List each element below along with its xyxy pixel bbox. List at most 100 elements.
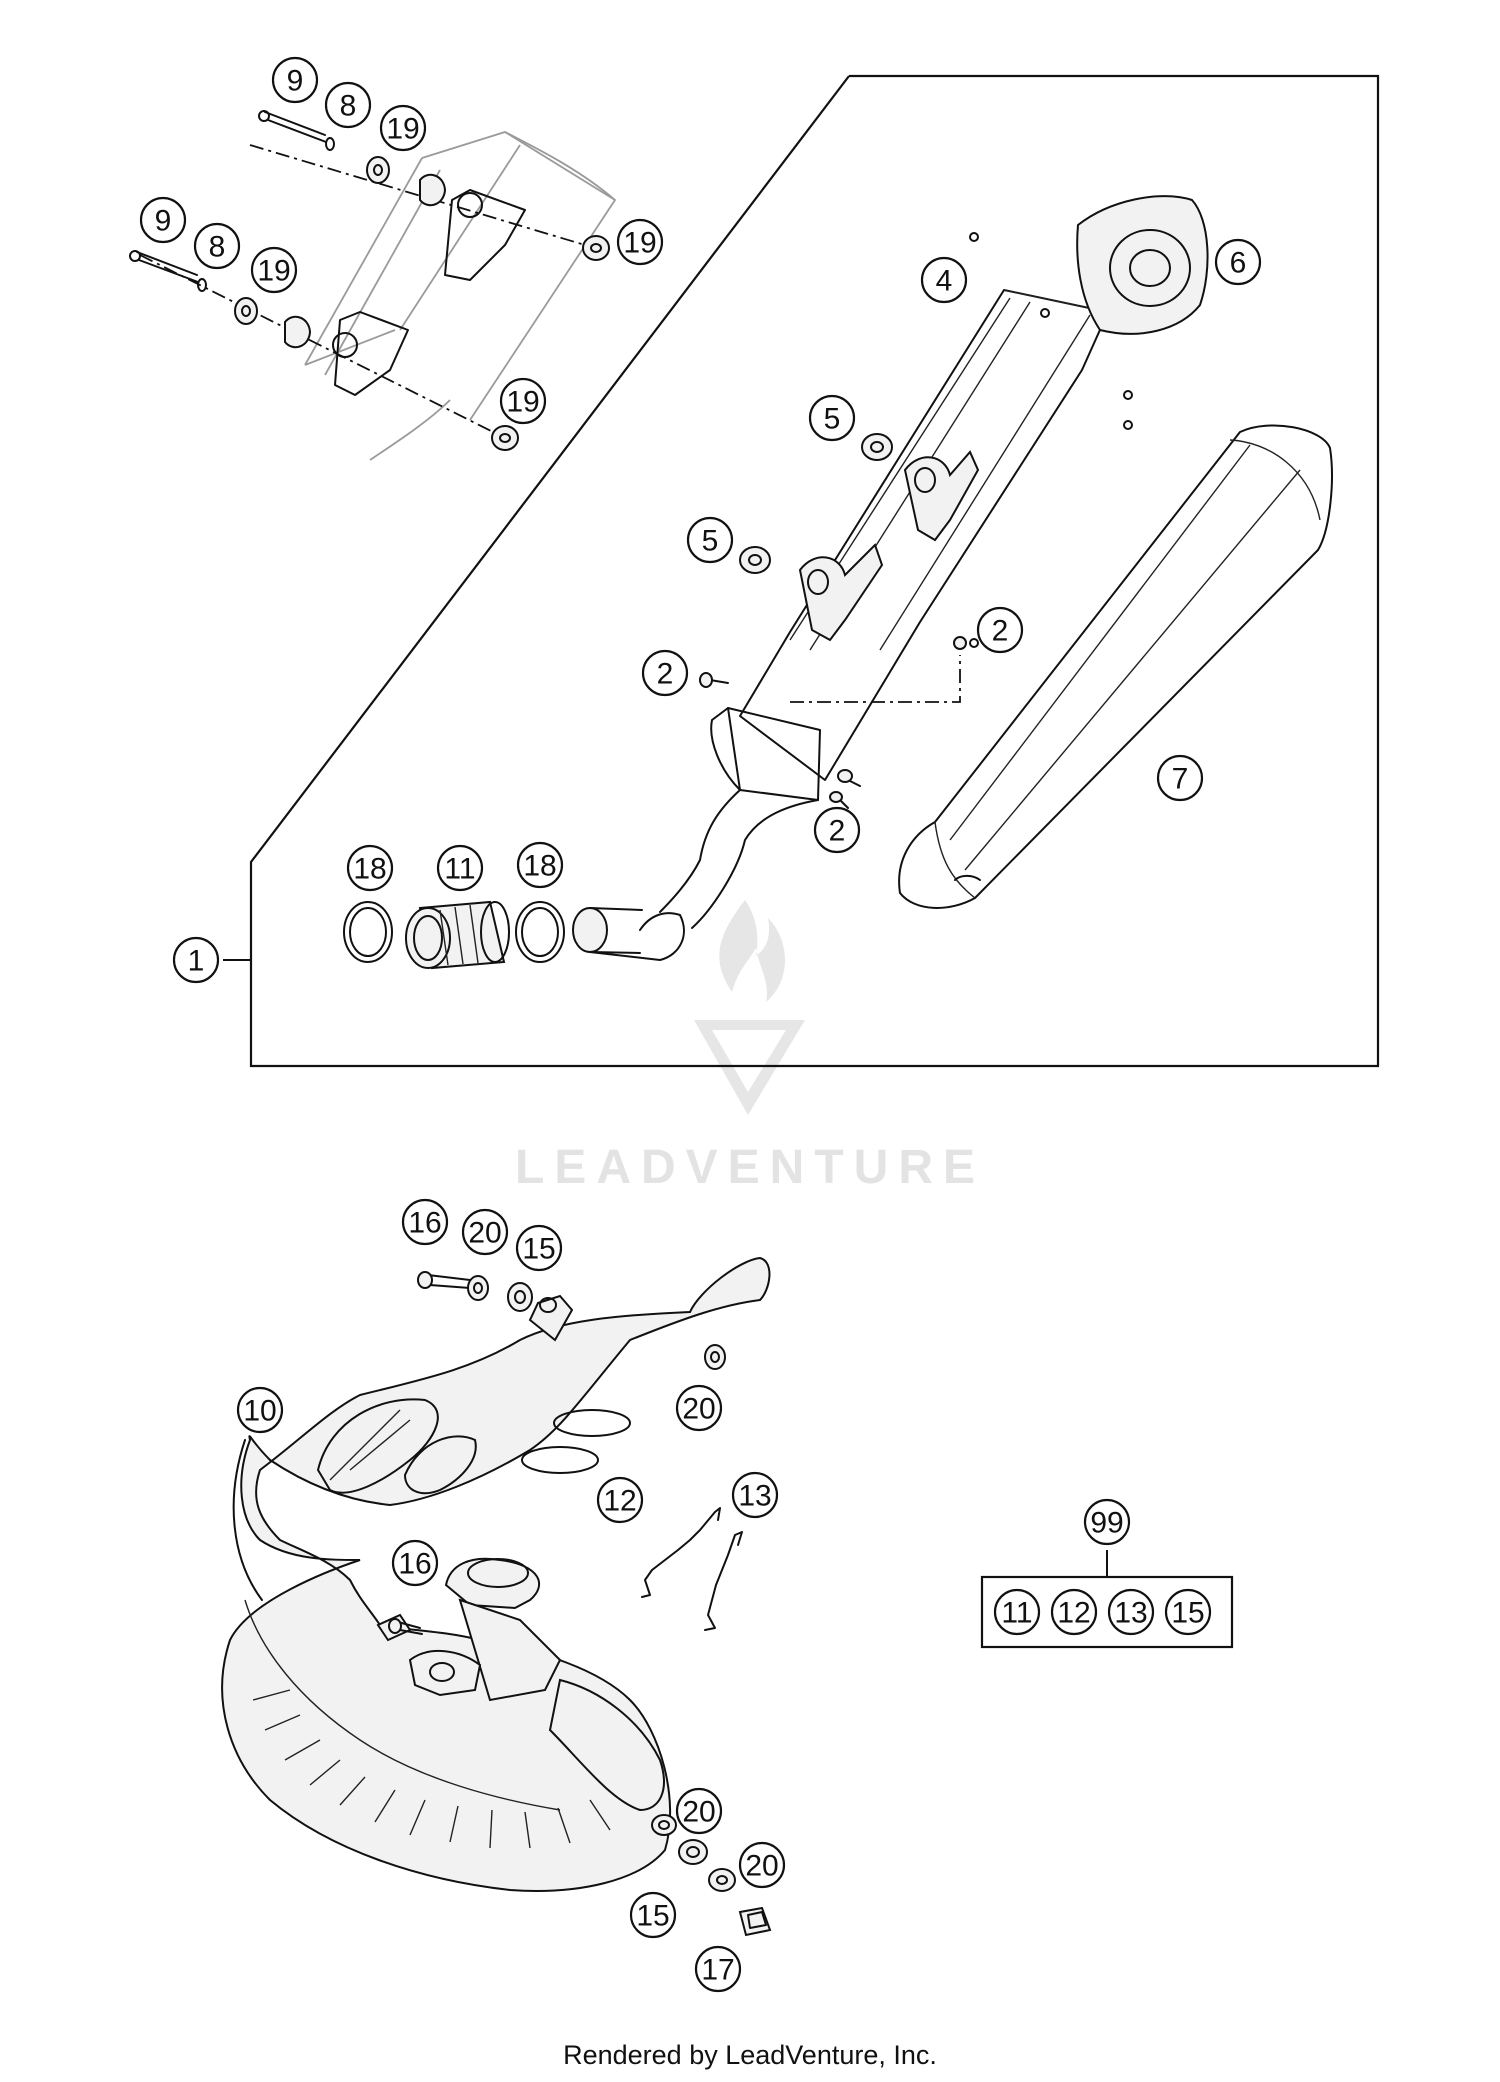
callout-number: 13 — [738, 1480, 771, 1513]
callout-c20c: 20 — [675, 1787, 723, 1835]
callout-number: 18 — [353, 853, 386, 886]
kit-item-11: 11 — [993, 1588, 1041, 1636]
callout-number: 20 — [468, 1217, 501, 1250]
callout-c10: 10 — [236, 1386, 284, 1434]
kit-item-15: 15 — [1164, 1588, 1212, 1636]
callout-c20d: 20 — [738, 1841, 786, 1889]
callout-c99: 99 — [1083, 1498, 1131, 1546]
callout-circle — [172, 936, 220, 984]
hanger-detail — [129, 110, 617, 461]
render-credit: Rendered by LeadVenture, Inc. — [563, 2040, 937, 2070]
callout-number: 2 — [829, 815, 846, 848]
kit-item-12: 12 — [1050, 1588, 1098, 1636]
callout-circle — [515, 1224, 563, 1272]
callout-number: 19 — [386, 113, 419, 146]
silencer-assembly-frame — [223, 74, 1380, 1068]
callout-c16b: 16 — [391, 1539, 439, 1587]
kit-item-number: 13 — [1114, 1597, 1147, 1630]
callout-circle — [461, 1208, 509, 1256]
callout-number: 8 — [209, 231, 226, 264]
callout-c15a: 15 — [515, 1224, 563, 1272]
pipe-hardware — [388, 1271, 772, 1937]
kit-item-circle — [1050, 1588, 1098, 1636]
callout-c2b: 2 — [641, 649, 689, 697]
callout-circle — [346, 844, 394, 892]
expansion-chamber — [221, 1256, 771, 1892]
callout-c8b: 8 — [193, 222, 241, 270]
callout-number: 15 — [522, 1233, 555, 1266]
kit-item-number: 15 — [1171, 1597, 1204, 1630]
callout-number: 20 — [682, 1393, 715, 1426]
callout-number: 19 — [257, 255, 290, 288]
callout-circle — [920, 256, 968, 304]
callout-circle — [391, 1539, 439, 1587]
callout-circle — [675, 1787, 723, 1835]
callout-c19a: 19 — [379, 104, 427, 152]
callout-c18b: 18 — [516, 841, 564, 889]
callout-number: 4 — [936, 265, 953, 298]
kit-item-number: 11 — [1001, 1597, 1032, 1630]
callout-circle — [686, 516, 734, 564]
kit-item-circle — [1107, 1588, 1155, 1636]
callout-circle — [271, 56, 319, 104]
callout-c17: 17 — [694, 1945, 742, 1993]
callout-c19c: 19 — [250, 246, 298, 294]
kit-item-circle — [993, 1588, 1041, 1636]
callout-circle — [193, 222, 241, 270]
callout-circle — [616, 218, 664, 266]
callout-circle — [808, 394, 856, 442]
callout-c15b: 15 — [629, 1891, 677, 1939]
callout-c20a: 20 — [461, 1208, 509, 1256]
callout-number: 5 — [702, 525, 719, 558]
callout-c11: 11 — [436, 844, 484, 892]
callout-circle — [516, 841, 564, 889]
callout-c8a: 8 — [324, 81, 372, 129]
callout-circle — [139, 196, 187, 244]
kit-box — [980, 1575, 1234, 1649]
callout-circle — [499, 377, 547, 425]
joint-rings — [343, 900, 565, 970]
callout-c7: 7 — [1156, 754, 1204, 802]
callout-number: 2 — [992, 615, 1009, 648]
callout-c19b: 19 — [616, 218, 664, 266]
callout-number: 1 — [188, 945, 205, 978]
callout-number: 15 — [636, 1900, 669, 1933]
callout-circle — [379, 104, 427, 152]
callout-circle — [250, 246, 298, 294]
callout-circle — [236, 1386, 284, 1434]
callout-c2a: 2 — [976, 606, 1024, 654]
callout-c19d: 19 — [499, 377, 547, 425]
callout-c18a: 18 — [346, 844, 394, 892]
callout-number: 16 — [408, 1207, 441, 1240]
kit-item-circle — [1164, 1588, 1212, 1636]
kit-item-number: 12 — [1057, 1597, 1090, 1630]
callout-circle — [1083, 1498, 1131, 1546]
callout-c5b: 5 — [686, 516, 734, 564]
callout-c4: 4 — [920, 256, 968, 304]
callout-circle — [324, 81, 372, 129]
silencer-body — [572, 195, 1209, 961]
callout-circle — [731, 1471, 779, 1519]
silencer-outer-sleeve — [898, 424, 1333, 909]
callout-circle — [813, 806, 861, 854]
callout-circle — [738, 1841, 786, 1889]
callout-number: 17 — [701, 1954, 734, 1987]
callout-number: 9 — [287, 65, 304, 98]
leadventure-watermark: LEADVENTURE — [515, 900, 975, 1194]
callout-number: 11 — [444, 853, 475, 886]
callout-circle — [1156, 754, 1204, 802]
callout-number: 20 — [745, 1850, 778, 1883]
kit-item-13: 13 — [1107, 1588, 1155, 1636]
callout-number: 99 — [1090, 1507, 1123, 1540]
callout-number: 2 — [657, 658, 674, 691]
callout-number: 6 — [1230, 247, 1247, 280]
callout-circle — [641, 649, 689, 697]
callout-circle — [596, 1476, 644, 1524]
callout-number: 19 — [506, 386, 539, 419]
callout-number: 7 — [1172, 763, 1189, 796]
callout-number: 19 — [623, 227, 656, 260]
callout-circle — [436, 844, 484, 892]
callout-number: 10 — [243, 1395, 276, 1428]
